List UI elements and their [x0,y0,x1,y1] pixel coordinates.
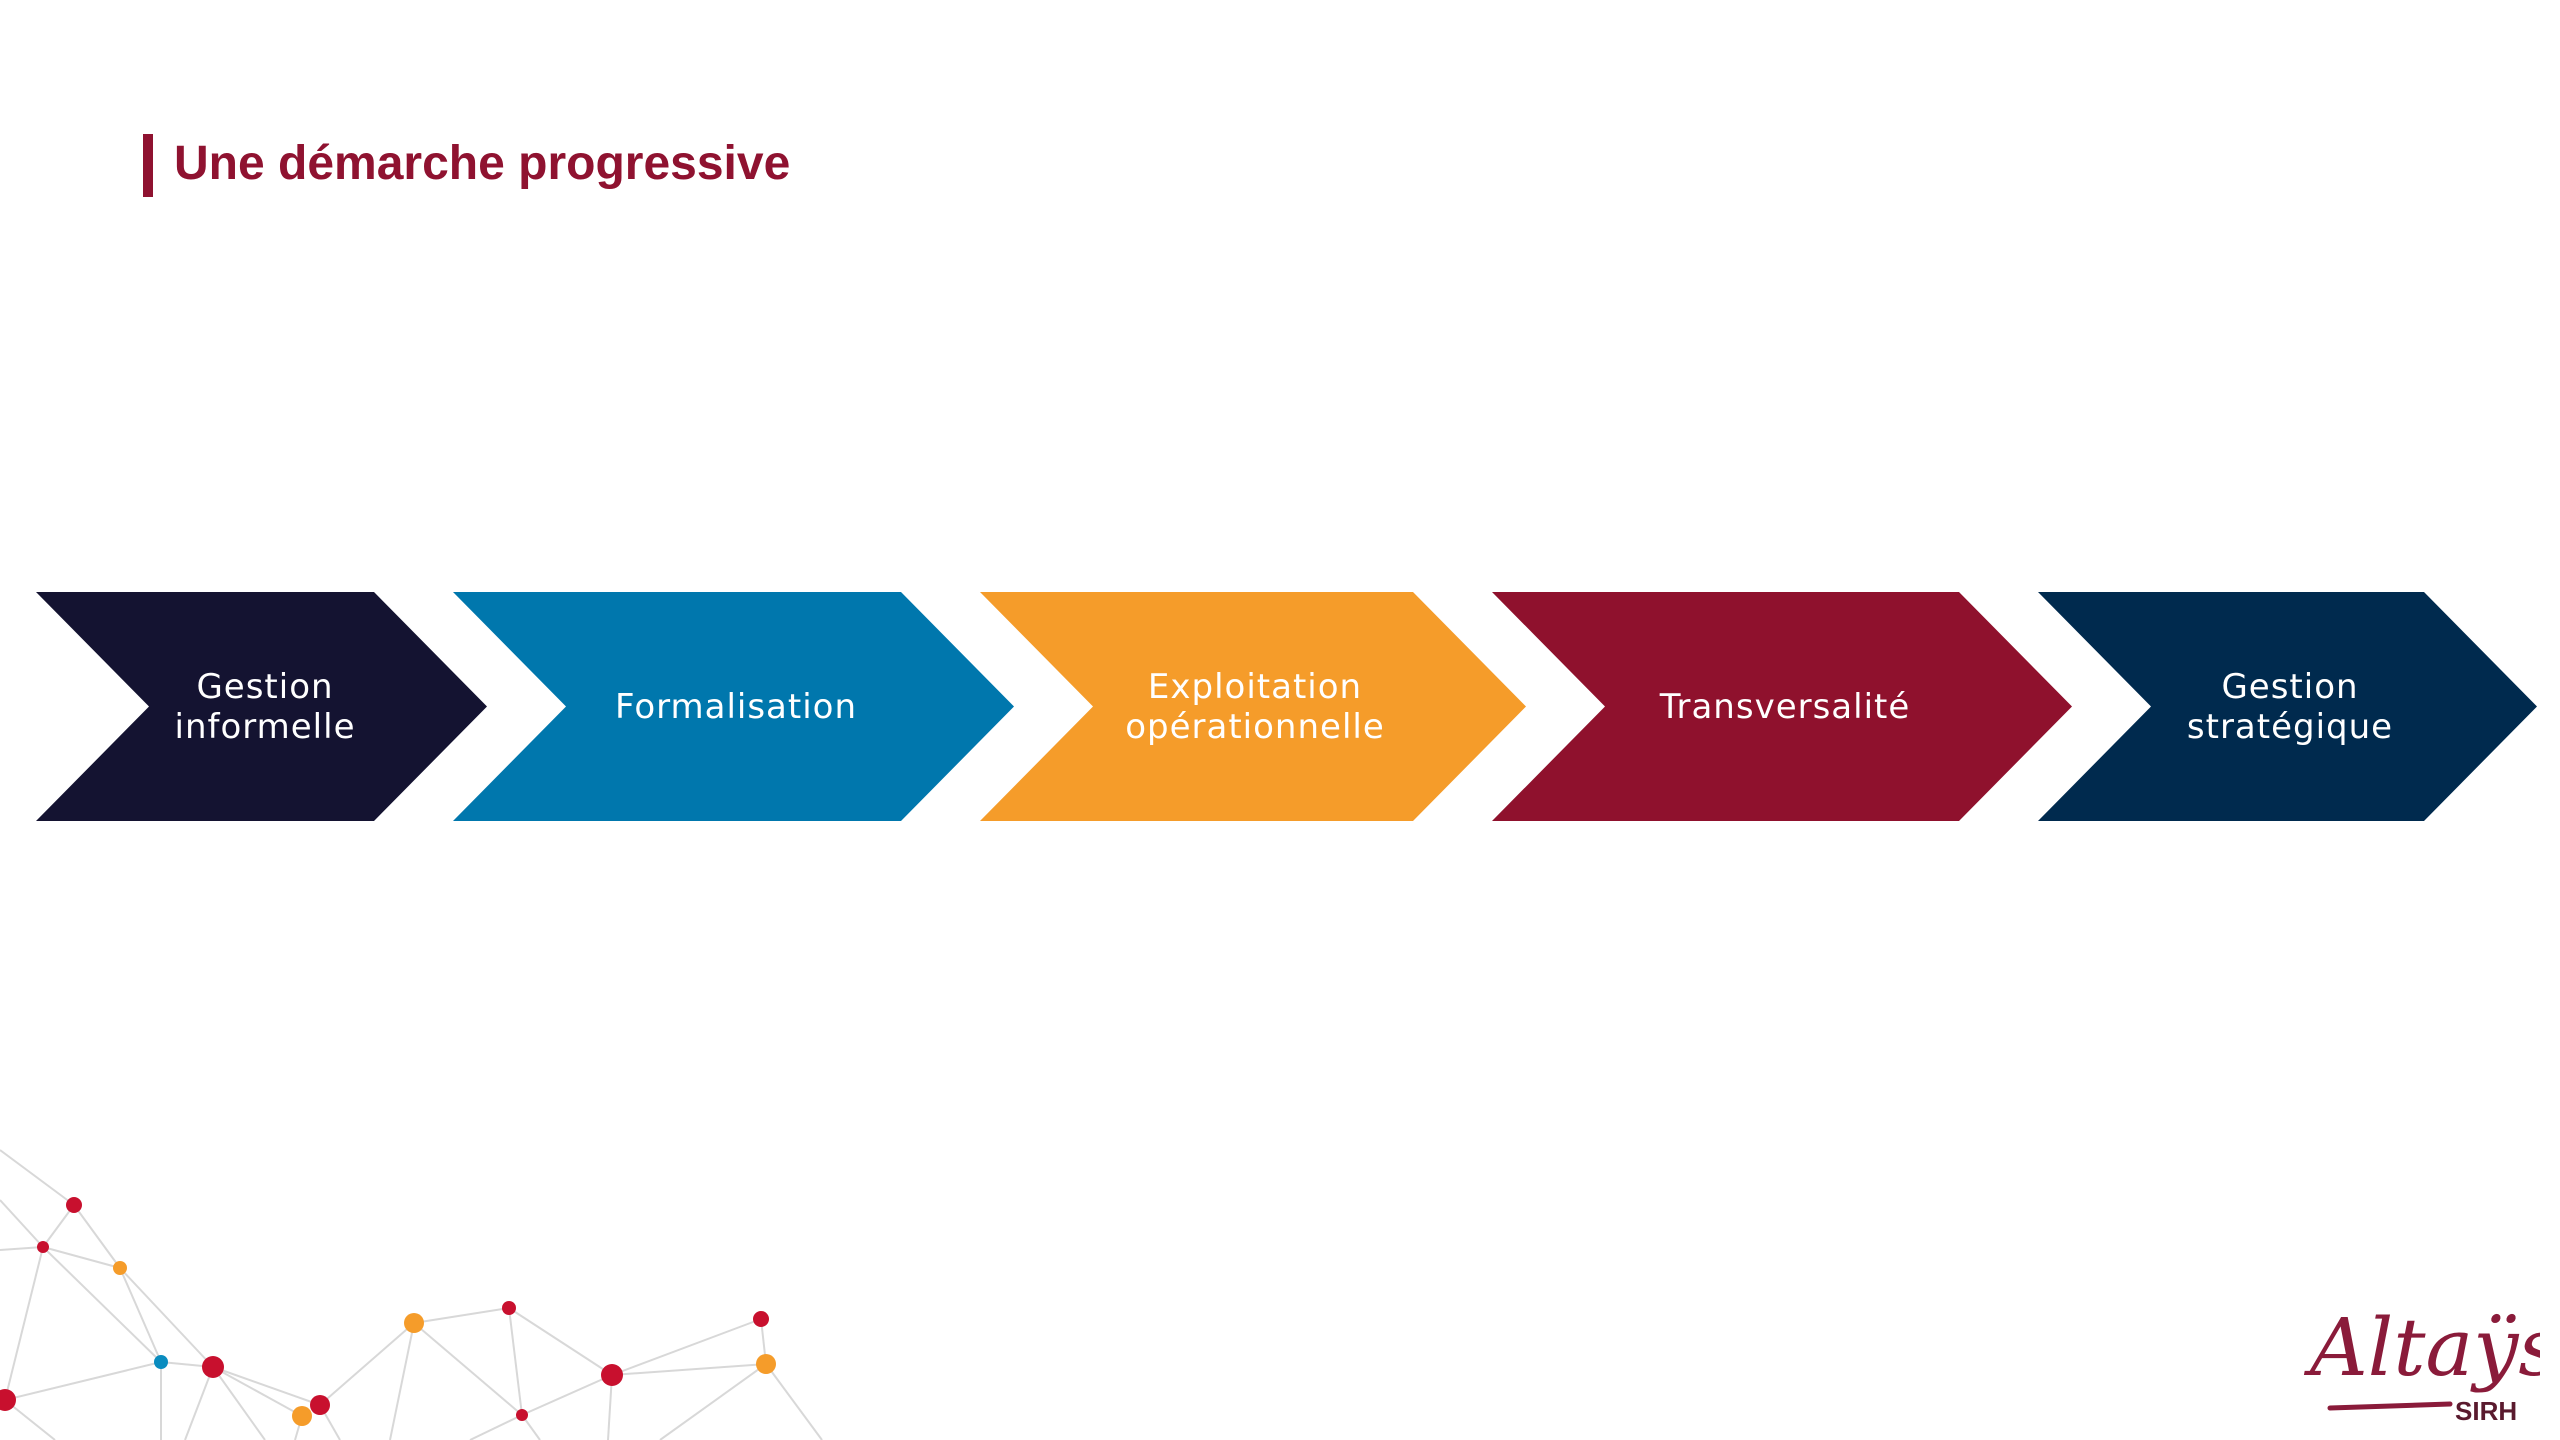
step-label-exploitation-operationnelle: Exploitation opérationnelle [1125,666,1385,747]
network-nodes [0,1197,776,1426]
step-label-gestion-strategique: Gestion stratégique [2186,666,2394,747]
chevron-step-1 [36,592,487,821]
page-title: Une démarche progressive [174,137,791,190]
step-label-formalisation: Formalisation [614,686,858,727]
network-decoration [0,1149,823,1440]
altays-logo: Altaÿs SIRH [2303,1301,2540,1426]
chevron-step-3 [980,592,1526,821]
process-chevrons [36,592,2537,821]
chevron-step-4 [1492,592,2072,821]
title-accent-bar [143,134,153,197]
step-label-transversalite: Transversalité [1659,686,1911,727]
chevron-step-2 [453,592,1014,821]
chevron-step-5 [2038,592,2537,821]
step-label-gestion-informelle: Gestion informelle [174,666,356,747]
logo-sirh: SIRH [2455,1396,2517,1426]
logo-wordmark: Altaÿs [2303,1301,2540,1394]
